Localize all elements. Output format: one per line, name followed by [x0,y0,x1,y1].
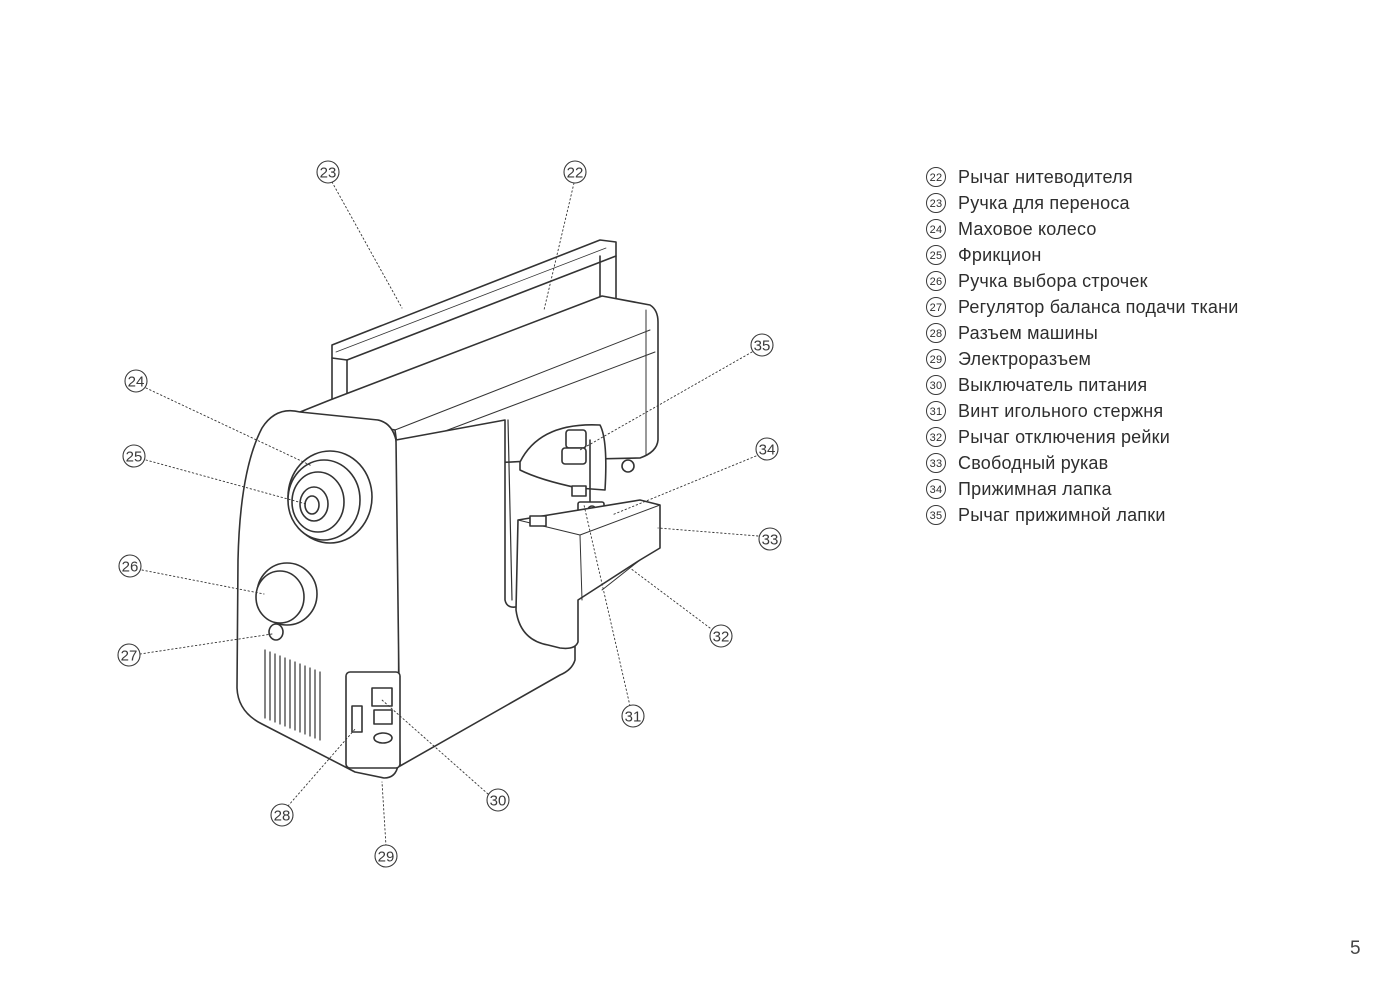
legend-item: 32 Рычаг отключения рейки [926,424,1239,450]
legend-item: 33 Свободный рукав [926,450,1239,476]
legend-number: 34 [926,479,946,499]
legend-item: 31 Винт игольного стержня [926,398,1239,424]
legend-number: 23 [926,193,946,213]
legend-number: 24 [926,219,946,239]
legend-label: Рычаг отключения рейки [958,427,1170,447]
svg-text:24: 24 [128,374,145,391]
callout-29: 29 [374,844,398,868]
sewing-machine-drawing [236,239,661,779]
svg-text:25: 25 [126,449,143,466]
legend-number: 28 [926,323,946,343]
svg-text:31: 31 [625,709,642,726]
svg-text:35: 35 [754,338,771,355]
callout-31: 31 [621,704,645,728]
legend-label: Рычаг нитеводителя [958,167,1133,187]
svg-text:27: 27 [121,648,138,665]
page-number: 5 [1350,938,1361,959]
callout-32: 32 [709,624,733,648]
legend-item: 25 Фрикцион [926,242,1239,268]
stitch-dial [255,562,318,626]
legend-label: Регулятор баланса подачи ткани [958,297,1239,317]
legend-label: Электроразъем [958,349,1092,369]
callout-34: 34 [755,437,779,461]
legend-number: 27 [926,297,946,317]
legend-item: 35 Рычаг прижимной лапки [926,502,1239,528]
legend-item: 27 Регулятор баланса подачи ткани [926,294,1239,320]
legend-item: 23 Ручка для переноса [926,190,1239,216]
svg-text:29: 29 [378,849,395,866]
svg-text:30: 30 [490,793,507,810]
leader-lines [139,181,759,847]
legend-label: Прижимная лапка [958,479,1112,499]
legend-number: 33 [926,453,946,473]
legend-item: 29 Электроразъем [926,346,1239,372]
callout-22: 22 [563,160,587,184]
legend-label: Разъем машины [958,323,1099,343]
callout-24: 24 [124,369,148,393]
svg-text:26: 26 [122,559,139,576]
carry-handle [331,239,617,409]
power-panel [345,671,401,769]
feed-balance-dial [268,623,284,641]
handwheel [287,450,373,544]
legend-label: Рычаг прижимной лапки [958,505,1166,525]
callout-23: 23 [316,160,340,184]
callout-35: 35 [750,333,774,357]
legend-number: 30 [926,375,946,395]
legend-label: Винт игольного стержня [958,401,1164,421]
legend-item: 30 Выключатель питания [926,372,1239,398]
legend-label: Свободный рукав [958,453,1109,473]
legend-number: 35 [926,505,946,525]
parts-legend: 22 Рычаг нитеводителя 23 Ручка для перенос… [926,164,1239,528]
top-cover [299,295,659,469]
callout-30: 30 [486,788,510,812]
legend-label: Выключатель питания [958,375,1148,395]
legend-number: 31 [926,401,946,421]
callouts: 23 22 35 24 25 34 33 26 32 27 31 30 28 2… [117,160,782,868]
svg-text:33: 33 [762,532,779,549]
free-arm [515,499,661,650]
legend-label: Ручка выбора строчек [958,271,1148,291]
legend-label: Фрикцион [958,245,1042,265]
callout-27: 27 [117,643,141,667]
callout-28: 28 [270,803,294,827]
legend-number: 32 [926,427,946,447]
svg-text:34: 34 [759,442,776,459]
svg-text:32: 32 [713,629,730,646]
legend-number: 26 [926,271,946,291]
legend-number: 22 [926,167,946,187]
legend-item: 28 Разъем машины [926,320,1239,346]
callout-25: 25 [122,444,146,468]
vent-grille [264,649,321,741]
svg-text:28: 28 [274,808,291,825]
legend-number: 29 [926,349,946,369]
legend-item: 24 Маховое колесо [926,216,1239,242]
legend-number: 25 [926,245,946,265]
legend-label: Ручка для переноса [958,193,1130,213]
callout-26: 26 [118,554,142,578]
legend-item: 22 Рычаг нитеводителя [926,164,1239,190]
legend-item: 34 Прижимная лапка [926,476,1239,502]
callout-33: 33 [758,527,782,551]
legend-item: 26 Ручка выбора строчек [926,268,1239,294]
svg-text:23: 23 [320,165,337,182]
svg-text:22: 22 [567,165,584,182]
legend-label: Маховое колесо [958,219,1097,239]
